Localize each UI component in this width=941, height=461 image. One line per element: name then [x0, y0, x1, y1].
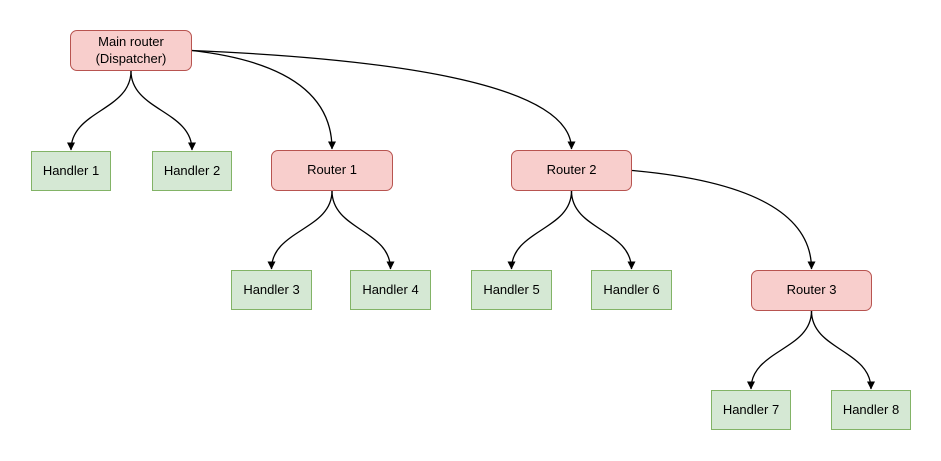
node-h4-handler: Handler 4: [350, 270, 431, 310]
node-h2-handler: Handler 2: [152, 151, 232, 191]
edge-r3-to-h8: [810, 310, 875, 390]
edge-main-to-r1: [191, 49, 336, 150]
node-h7-handler: Handler 7: [711, 390, 791, 430]
node-r3-router: Router 3: [751, 270, 872, 311]
edge-main-to-h1: [67, 70, 132, 151]
node-main-router: Main router (Dispatcher): [70, 30, 192, 71]
node-h1-handler: Handler 1: [31, 151, 111, 191]
node-h3-handler: Handler 3: [231, 270, 312, 310]
node-h8-handler: Handler 8: [831, 390, 911, 430]
node-h6-handler: Handler 6: [591, 270, 672, 310]
edge-r2-to-h6: [570, 190, 636, 270]
edge-r3-to-h7: [747, 310, 813, 390]
edge-r2-to-r3: [631, 169, 816, 270]
edge-r1-to-h3: [267, 190, 333, 270]
edge-r1-to-h4: [331, 190, 395, 270]
edge-main-to-h2: [130, 70, 196, 151]
node-r1-router: Router 1: [271, 150, 393, 191]
node-h5-handler: Handler 5: [471, 270, 552, 310]
edge-main-to-r2: [191, 49, 576, 150]
node-r2-router: Router 2: [511, 150, 632, 191]
edge-r2-to-h5: [507, 190, 573, 270]
